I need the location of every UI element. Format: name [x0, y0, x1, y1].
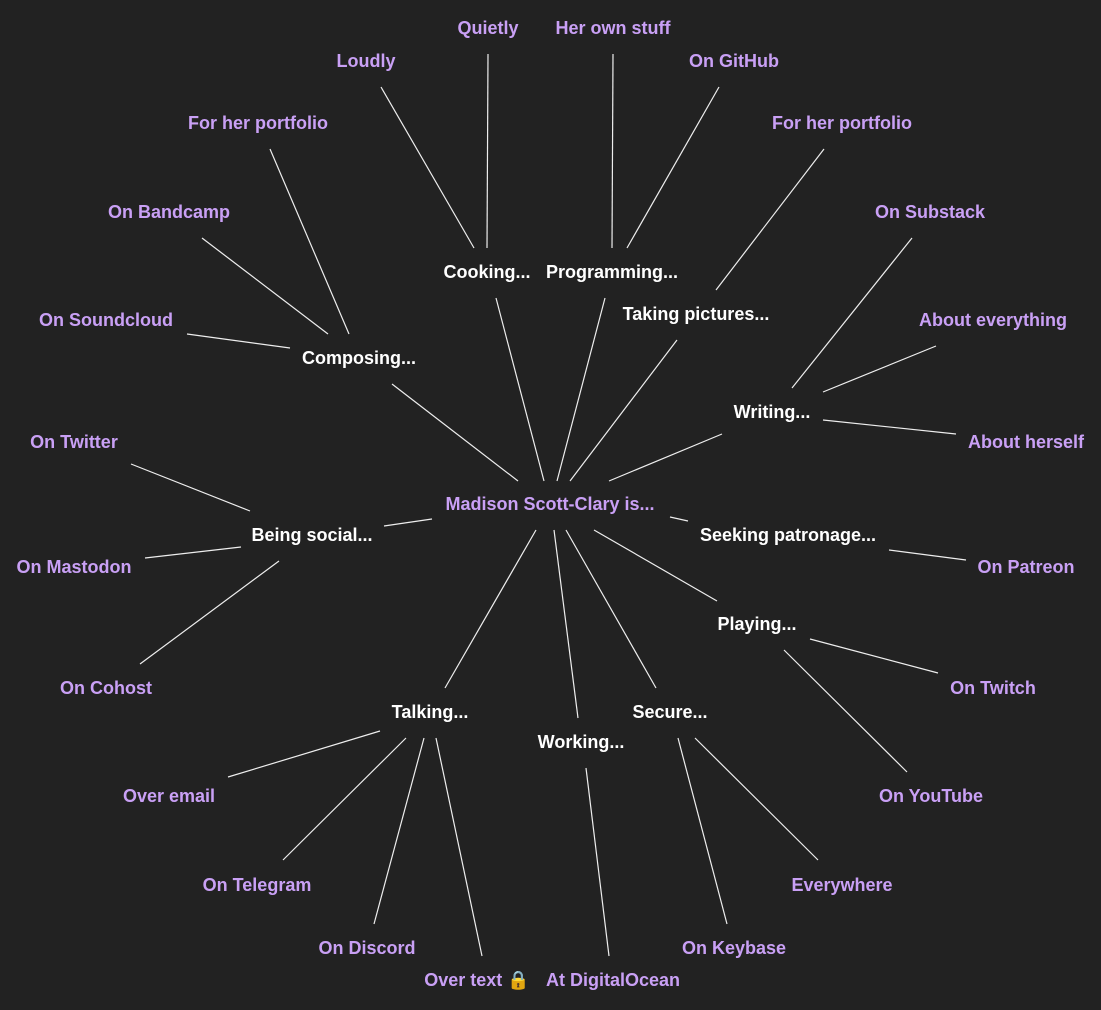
leaf-node-working-digitalocean[interactable]: At DigitalOcean — [546, 970, 680, 990]
edge-writing-everything — [822, 345, 937, 393]
leaf-node-composing-bandcamp[interactable]: On Bandcamp — [108, 202, 230, 222]
edge-cooking — [495, 297, 545, 482]
leaf-node-talking-text[interactable]: Over text 🔒 — [424, 970, 529, 990]
edge-secure-keybase — [677, 737, 728, 925]
branch-node-writing: Writing... — [734, 402, 811, 422]
branch-node-patronage: Seeking patronage... — [700, 525, 876, 545]
leaf-node-cooking-quietly[interactable]: Quietly — [457, 18, 518, 38]
edge-playing-twitch — [809, 638, 939, 674]
leaf-node-playing-youtube[interactable]: On YouTube — [879, 786, 983, 806]
branch-node-working: Working... — [538, 732, 625, 752]
edge-social — [383, 518, 433, 527]
edge-secure — [565, 529, 657, 689]
edge-writing-herself — [822, 419, 957, 435]
edge-composing — [391, 383, 519, 482]
leaf-node-writing-herself[interactable]: About herself — [968, 432, 1085, 452]
edge-playing — [593, 529, 718, 602]
edge-pictures-portfolio — [715, 148, 825, 291]
leaf-node-writing-everything[interactable]: About everything — [919, 310, 1067, 330]
edge-talking-discord — [373, 737, 425, 925]
edge-working-digitalocean — [585, 767, 610, 957]
edge-talking — [444, 529, 537, 689]
edge-talking-email — [227, 730, 381, 778]
edge-secure-everywhere — [694, 737, 819, 861]
edge-programming-github — [626, 86, 720, 249]
edge-writing-substack — [791, 237, 913, 389]
edge-cooking-quietly — [486, 53, 489, 249]
center-node-root: Madison Scott-Clary is... — [445, 494, 654, 514]
edge-composing-portfolio — [269, 148, 350, 335]
leaf-node-playing-twitch[interactable]: On Twitch — [950, 678, 1036, 698]
edge-composing-soundcloud — [186, 333, 291, 349]
leaf-node-composing-portfolio[interactable]: For her portfolio — [188, 113, 328, 133]
edge-programming — [556, 297, 606, 482]
edge-programming-own — [611, 53, 614, 249]
leaf-node-cooking-loudly[interactable]: Loudly — [337, 51, 396, 71]
branch-node-playing: Playing... — [717, 614, 796, 634]
labels: Madison Scott-Clary is... Composing... For… — [17, 18, 1086, 990]
edge-working — [553, 529, 579, 719]
leaf-node-patronage-patreon[interactable]: On Patreon — [977, 557, 1074, 577]
edge-cooking-loudly — [380, 86, 475, 249]
leaf-node-social-twitter[interactable]: On Twitter — [30, 432, 118, 452]
branch-node-social: Being social... — [251, 525, 372, 545]
branch-node-programming: Programming... — [546, 262, 678, 282]
edge-pictures — [569, 339, 678, 482]
leaf-node-social-cohost[interactable]: On Cohost — [60, 678, 152, 698]
leaf-node-programming-own[interactable]: Her own stuff — [556, 18, 672, 38]
leaf-node-social-mastodon[interactable]: On Mastodon — [17, 557, 132, 577]
edge-talking-text — [435, 737, 483, 957]
leaf-node-writing-substack[interactable]: On Substack — [875, 202, 986, 222]
branch-node-cooking: Cooking... — [444, 262, 531, 282]
edge-social-cohost — [139, 560, 280, 665]
edge-patronage-patreon — [888, 549, 967, 561]
branch-node-secure: Secure... — [632, 702, 707, 722]
leaf-node-composing-soundcloud[interactable]: On Soundcloud — [39, 310, 173, 330]
leaf-node-talking-email[interactable]: Over email — [123, 786, 215, 806]
edge-playing-youtube — [783, 649, 908, 773]
leaf-node-programming-github[interactable]: On GitHub — [689, 51, 779, 71]
leaf-node-secure-everywhere[interactable]: Everywhere — [791, 875, 892, 895]
branch-node-talking: Talking... — [392, 702, 469, 722]
leaf-node-talking-telegram[interactable]: On Telegram — [203, 875, 312, 895]
branch-node-pictures: Taking pictures... — [623, 304, 770, 324]
edges — [130, 53, 967, 957]
leaf-node-pictures-portfolio[interactable]: For her portfolio — [772, 113, 912, 133]
edge-social-twitter — [130, 463, 251, 512]
edge-writing — [608, 433, 723, 482]
edge-patronage — [669, 516, 689, 522]
leaf-node-talking-discord[interactable]: On Discord — [318, 938, 415, 958]
edge-social-mastodon — [144, 546, 242, 559]
leaf-node-secure-keybase[interactable]: On Keybase — [682, 938, 786, 958]
edge-talking-telegram — [282, 737, 407, 861]
edge-composing-bandcamp — [201, 237, 329, 335]
branch-node-composing: Composing... — [302, 348, 416, 368]
